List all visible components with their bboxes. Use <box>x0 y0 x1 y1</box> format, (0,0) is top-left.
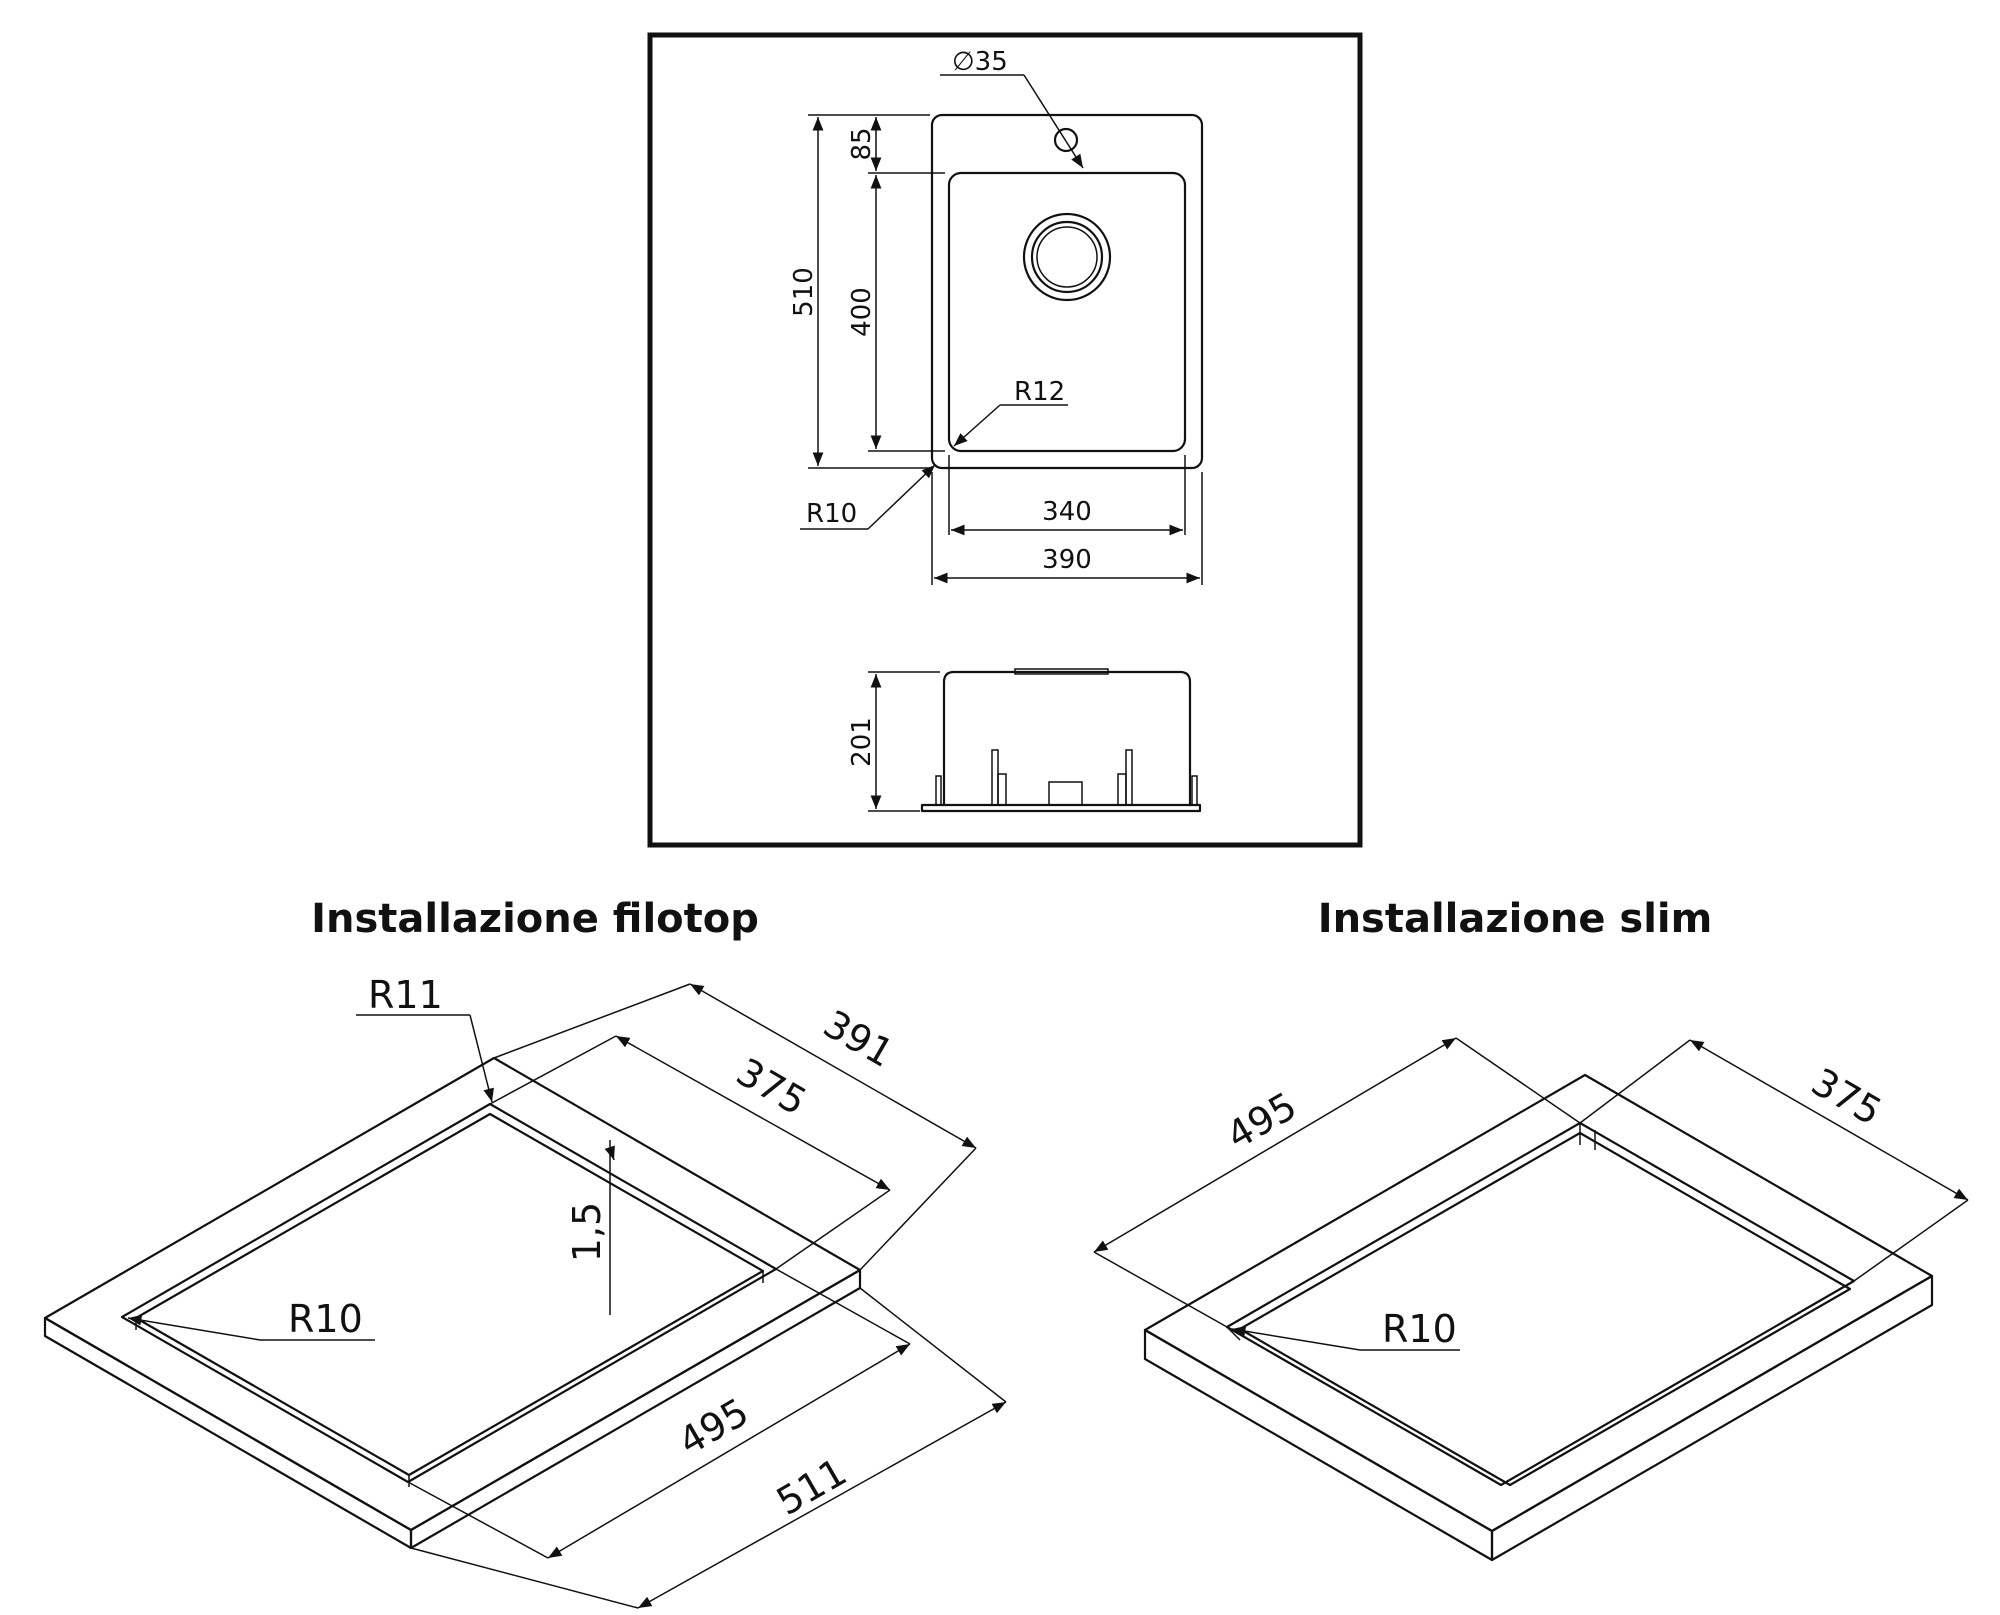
filotop-r10-label: R10 <box>288 1297 363 1341</box>
dim-201-label: 201 <box>847 717 877 767</box>
drain-outer <box>1022 212 1112 302</box>
slim-title: Installazione slim <box>1318 896 1713 942</box>
filotop-dim-375-label: 375 <box>729 1050 814 1124</box>
dim-510-label: 510 <box>789 267 819 317</box>
filotop-dim-391-label: 391 <box>816 1002 901 1076</box>
slim-cutout-inner <box>1238 1131 1852 1487</box>
slim-dim-375-label: 375 <box>1804 1060 1889 1134</box>
filotop-cutout-inner <box>134 1112 765 1477</box>
filotop-depth-label: 1,5 <box>565 1202 609 1262</box>
radius-r12-label: R12 <box>1014 377 1065 407</box>
sink-side-view: 201 <box>847 668 1202 813</box>
filotop-dim-495-label: 495 <box>671 1390 756 1464</box>
sink-flange <box>920 803 1202 813</box>
radius-r10-label: R10 <box>806 499 857 529</box>
overflow-block <box>1048 781 1083 806</box>
dim-390-label: 390 <box>1042 545 1092 575</box>
panel-frame <box>647 32 1363 848</box>
drain-inner <box>1030 220 1104 294</box>
slim-dim-495-label: 495 <box>1219 1084 1304 1158</box>
dim-340-label: 340 <box>1042 497 1092 527</box>
clip-left <box>991 749 999 806</box>
clip-right <box>1125 749 1133 806</box>
bowl-outline <box>947 171 1187 453</box>
dim-400-label: 400 <box>847 287 877 337</box>
tap-hole <box>1053 127 1079 153</box>
filotop-countertop-front <box>43 1316 413 1550</box>
top-drawing-panel: ∅35 510 85 400 R12 R10 <box>647 32 1363 848</box>
slim-countertop-side <box>1490 1274 1934 1562</box>
slim-section: Installazione slim R10 495 375 <box>1093 896 1969 1562</box>
filotop-section: Installazione filotop R11 R10 1,5 391 <box>43 896 1007 1609</box>
filotop-r11-label: R11 <box>368 973 443 1017</box>
filotop-title: Installazione filotop <box>311 896 759 942</box>
filotop-countertop-top <box>43 1056 862 1532</box>
hole-diameter-label: ∅35 <box>952 47 1008 77</box>
filotop-dim-511-label: 511 <box>769 1450 854 1524</box>
bowl-side-outline <box>942 670 1192 807</box>
sink-plan-view: ∅35 510 85 400 R12 R10 <box>789 47 1204 585</box>
slim-r10-label: R10 <box>1382 1307 1457 1351</box>
dim-85-label: 85 <box>847 127 877 160</box>
sink-outer-outline <box>930 113 1204 470</box>
drain-core <box>1036 226 1098 288</box>
